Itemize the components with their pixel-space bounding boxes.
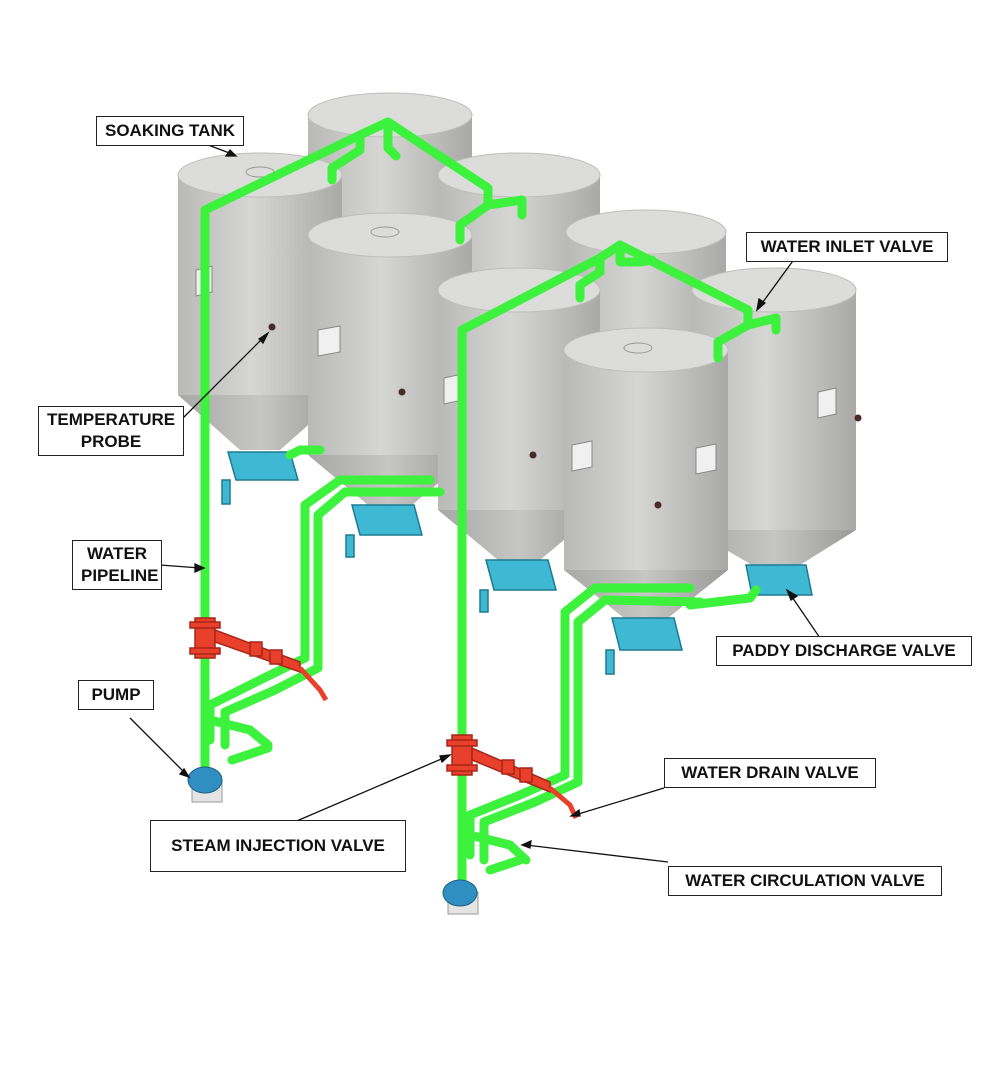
label-text: STEAM INJECTION VALVE [171, 836, 385, 855]
label-water-drain-valve: WATER DRAIN VALVE [664, 758, 876, 788]
label-text-line1: WATER [86, 544, 148, 563]
paddy-discharge-valve-icon [745, 564, 813, 596]
label-soaking-tank: SOAKING TANK [96, 116, 244, 146]
leader-lines [129, 139, 821, 863]
label-water-circulation-valve: WATER CIRCULATION VALVE [668, 866, 942, 896]
steam-injection-assemblies [189, 617, 579, 820]
label-text-line1: TEMPERATURE [47, 410, 176, 429]
label-text: WATER CIRCULATION VALVE [685, 871, 925, 890]
label-text-line2: PROBE [80, 432, 142, 451]
label-steam-injection-valve: STEAM INJECTION VALVE [150, 820, 406, 872]
label-water-inlet-valve: WATER INLET VALVE [746, 232, 948, 262]
label-water-pipeline: WATER PIPELINE [72, 540, 162, 590]
label-text-line2: PIPELINE [81, 566, 159, 585]
pump-right [442, 879, 479, 915]
label-text: PUMP [91, 685, 141, 704]
temperature-probe-icon [268, 323, 276, 331]
discharge-valves [221, 451, 813, 675]
water-pipeline-network [200, 117, 781, 900]
label-pump: PUMP [78, 680, 154, 710]
label-text: WATER INLET VALVE [760, 237, 934, 256]
pump-left [187, 766, 223, 803]
label-text: WATER DRAIN VALVE [681, 763, 859, 782]
label-temperature-probe: TEMPERATURE PROBE [38, 406, 184, 456]
tank-right-front [563, 327, 729, 618]
label-text: PADDY DISCHARGE VALVE [732, 641, 956, 660]
label-text: SOAKING TANK [105, 121, 236, 140]
label-paddy-discharge-valve: PADDY DISCHARGE VALVE [716, 636, 972, 666]
